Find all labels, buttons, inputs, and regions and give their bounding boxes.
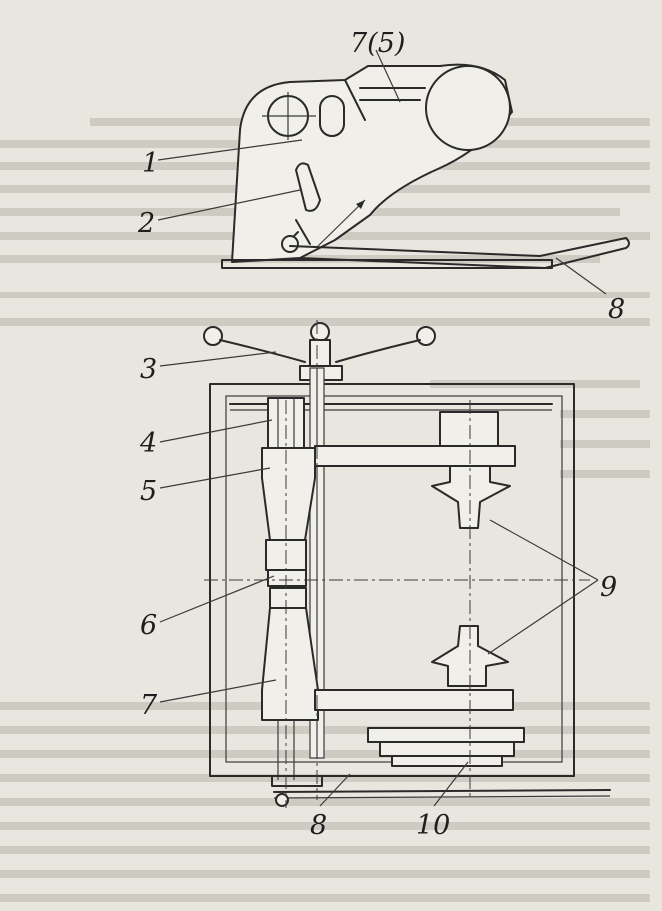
pedal-bracket <box>271 775 323 787</box>
base-block-10c <box>391 755 503 767</box>
base-block-10b <box>379 741 515 757</box>
pedal-8-bottom <box>273 789 611 793</box>
upper-arm <box>314 445 516 467</box>
leader-lines <box>157 49 607 807</box>
label-6: 6 <box>140 610 157 641</box>
label-3: 3 <box>140 354 157 385</box>
collar-6 <box>267 569 307 587</box>
upper-head <box>439 411 499 447</box>
label-2: 2 <box>137 208 155 239</box>
front-view <box>203 320 611 808</box>
label-8-top: 8 <box>608 294 625 325</box>
label-7-5: 7(5) <box>350 28 405 59</box>
label-10: 10 <box>416 810 450 841</box>
label-1: 1 <box>142 148 159 179</box>
upper-slide-5 <box>261 447 316 541</box>
label-5: 5 <box>140 476 157 507</box>
label-7: 7 <box>140 690 158 721</box>
pivot-pin <box>281 235 299 253</box>
label-8-bottom: 8 <box>310 810 327 841</box>
base-plate-top <box>221 259 553 269</box>
pedal-pin <box>275 793 289 807</box>
lever-2 <box>295 162 321 212</box>
base-block-10a <box>367 727 525 743</box>
upper-die-9 <box>431 465 511 529</box>
collar-6b <box>269 587 307 609</box>
label-9: 9 <box>600 572 617 603</box>
bracket-7-5 <box>344 79 426 121</box>
side-view <box>221 63 630 269</box>
pulley-wheel <box>425 65 511 151</box>
pedal-8 <box>289 237 630 269</box>
lower-arm <box>314 689 514 711</box>
lower-slide-7 <box>261 607 319 721</box>
label-4: 4 <box>139 428 157 459</box>
slot <box>319 95 345 137</box>
